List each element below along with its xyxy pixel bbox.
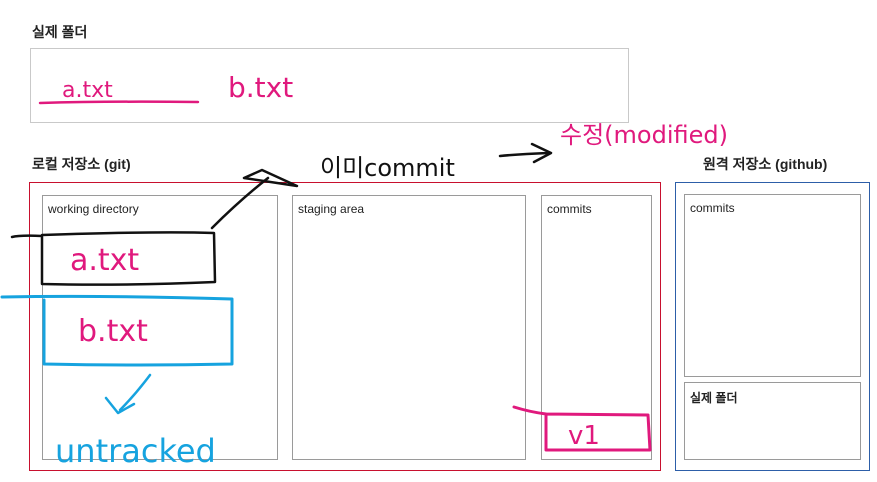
local-commits-label: commits xyxy=(547,202,592,216)
top-a-underline xyxy=(38,100,200,105)
arrow-to-modified-line xyxy=(498,151,550,158)
local-commits-panel: commits xyxy=(541,195,652,460)
file-a-text: a.txt xyxy=(70,243,139,278)
local-repo-box: working directory staging area commits xyxy=(29,182,661,471)
local-repo-heading: 로컬 저장소 (git) xyxy=(32,156,131,172)
remote-real-folder-panel: 실제 폴더 xyxy=(684,382,861,460)
arrow-to-commit-line xyxy=(210,176,270,230)
remote-repo-box: commits 실제 폴더 xyxy=(675,182,870,471)
file-b-text: b.txt xyxy=(78,314,148,349)
arrow-to-modified-head xyxy=(530,142,553,164)
already-commit-text: 이미commit xyxy=(320,154,455,182)
arrow-to-commit-head xyxy=(242,168,299,188)
real-folder-box xyxy=(30,48,629,123)
remote-commits-panel: commits xyxy=(684,194,861,377)
commit-v1-box xyxy=(512,405,652,452)
remote-real-folder-label: 실제 폴더 xyxy=(690,391,738,405)
staging-area-panel: staging area xyxy=(292,195,526,460)
modified-text: 수정(modified) xyxy=(560,121,728,149)
file-b-box xyxy=(0,294,234,367)
working-directory-label: working directory xyxy=(48,202,139,216)
staging-area-label: staging area xyxy=(298,202,365,216)
real-folder-heading: 실제 폴더 xyxy=(32,24,88,40)
remote-commits-label: commits xyxy=(690,201,735,215)
arrow-to-untracked-head xyxy=(104,396,136,415)
top-file-a-text: a.txt xyxy=(62,78,113,103)
commit-v1-text: v1 xyxy=(568,421,600,451)
arrow-to-untracked-line xyxy=(118,373,152,412)
top-file-b-text: b.txt xyxy=(228,71,293,104)
remote-repo-heading: 원격 저장소 (github) xyxy=(703,156,828,172)
file-a-box xyxy=(10,231,217,286)
untracked-text: untracked xyxy=(55,432,216,470)
